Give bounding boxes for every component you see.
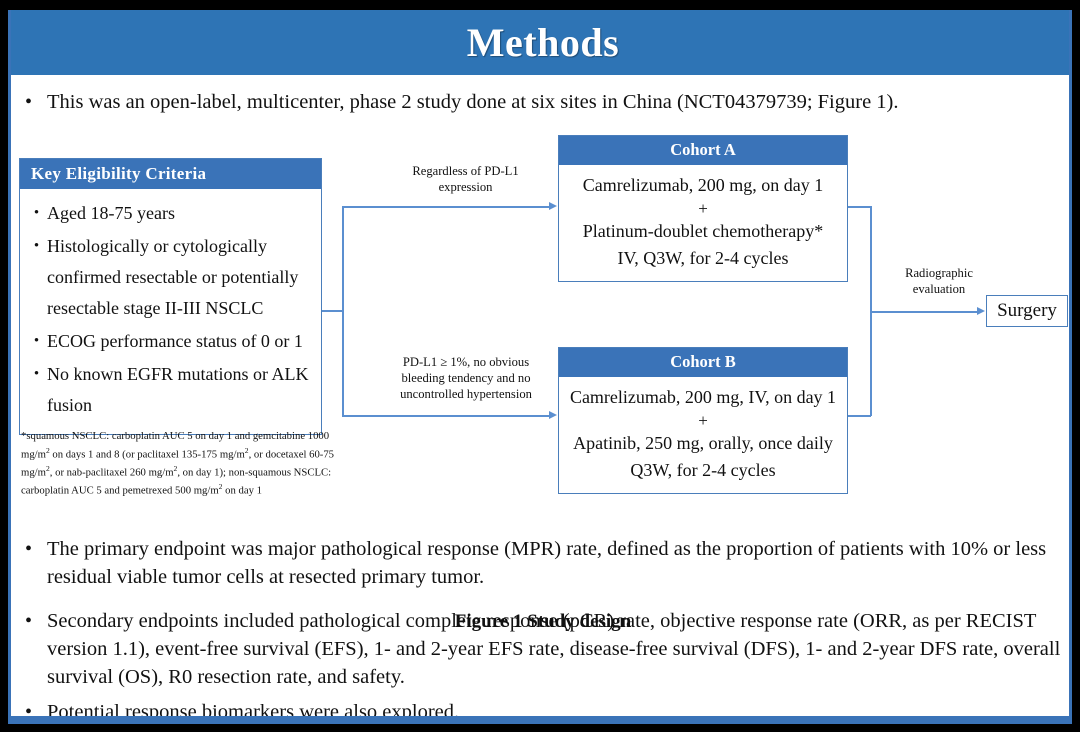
eligibility-criteria-box: Key Eligibility Criteria • Aged 18-75 ye… xyxy=(19,158,322,435)
connector-label-pdl1-line-2: bleeding tendency and no xyxy=(401,371,531,385)
endpoint-bullet-primary: • The primary endpoint was major patholo… xyxy=(25,535,1063,591)
bullet-marker-icon: • xyxy=(25,91,33,113)
surgery-box: Surgery xyxy=(986,295,1068,327)
connector-label-pdl1-line-3: uncontrolled hypertension xyxy=(400,387,532,401)
footnote-superscript: 2 xyxy=(244,445,249,455)
connector-to-cohort-b xyxy=(342,415,550,417)
cohort-b-box: Cohort B Camrelizumab, 200 mg, IV, on da… xyxy=(558,347,848,494)
eligibility-box-header: Key Eligibility Criteria xyxy=(20,159,321,189)
connector-label-pdl1-line-1: PD-L1 ≥ 1%, no obvious xyxy=(402,355,530,369)
arrowhead-cohort-b-icon xyxy=(549,411,557,419)
study-design-figure: Key Eligibility Criteria • Aged 18-75 ye… xyxy=(11,125,1069,632)
footnote-superscript: 2 xyxy=(173,463,178,473)
criterion-text: Histologically or cytologically confirme… xyxy=(47,236,299,318)
bullet-marker-icon: • xyxy=(25,610,33,632)
cohort-a-line-2: Platinum-doublet chemotherapy* xyxy=(582,221,824,241)
criterion-text: No known EGFR mutations or ALK fusion xyxy=(47,364,309,415)
footnote-part: , or docetaxel 60-75 mg/m xyxy=(21,448,335,479)
footnote-superscript: 2 xyxy=(45,445,50,455)
chemotherapy-footnote: *squamous NSCLC: carboplatin AUC 5 on da… xyxy=(21,430,351,498)
list-item: • Histologically or cytologically confir… xyxy=(26,231,315,324)
connector-label-radiographic: Radiographic evaluation xyxy=(889,265,989,297)
eligibility-criteria-list: • Aged 18-75 years • Histologically or c… xyxy=(20,189,321,434)
connector-label-pdl1: PD-L1 ≥ 1%, no obvious bleeding tendency… xyxy=(371,354,561,402)
slide-bottom-bar xyxy=(11,716,1069,724)
endpoint-text: The primary endpoint was major pathologi… xyxy=(47,538,1047,588)
endpoint-bullet-secondary: • Secondary endpoints included pathologi… xyxy=(25,607,1063,691)
list-item: • Aged 18-75 years xyxy=(26,198,315,229)
cohort-b-line-3: Q3W, for 2-4 cycles xyxy=(630,460,776,480)
footnote-part: , on day 1); non-squamous NSCLC: carbopl… xyxy=(21,466,332,497)
bullet-marker-icon: • xyxy=(25,538,33,560)
list-item: • No known EGFR mutations or ALK fusion xyxy=(26,359,315,421)
endpoint-text: Secondary endpoints included pathologica… xyxy=(47,610,1061,688)
footnote-part: *squamous NSCLC: carboplatin AUC 5 on da… xyxy=(21,430,330,461)
bullet-marker-icon: • xyxy=(33,205,40,221)
cohort-b-header: Cohort B xyxy=(559,348,847,377)
connector-to-cohort-a xyxy=(342,206,550,208)
footnote-superscript: 2 xyxy=(45,463,50,473)
cohort-b-line-1: Camrelizumab, 200 mg, IV, on day 1 xyxy=(569,387,837,407)
bullet-marker-icon: • xyxy=(25,701,33,723)
cohort-b-line-2: Apatinib, 250 mg, orally, once daily xyxy=(573,433,833,453)
page-title: Methods xyxy=(466,20,620,65)
figure-caption: Figure 1 Study design xyxy=(454,611,632,632)
cohort-b-body: Camrelizumab, 200 mg, IV, on day 1 + Apa… xyxy=(559,377,847,493)
criterion-text: ECOG performance status of 0 or 1 xyxy=(47,331,303,351)
arrowhead-surgery-icon xyxy=(977,307,985,315)
cohort-a-line-1: Camrelizumab, 200 mg, on day 1 xyxy=(582,175,824,195)
connector-label-regardless-line-2: expression xyxy=(438,180,493,194)
cohort-a-body: Camrelizumab, 200 mg, on day 1 + Platinu… xyxy=(559,165,847,281)
connector-stem-horizontal xyxy=(322,310,344,312)
bullet-marker-icon: • xyxy=(33,238,40,254)
connector-to-surgery xyxy=(870,311,978,313)
connector-cohort-b-out xyxy=(848,415,871,417)
connector-label-regardless: Regardless of PD-L1 expression xyxy=(383,163,548,195)
cohort-a-box: Cohort A Camrelizumab, 200 mg, on day 1 … xyxy=(558,135,848,282)
connector-label-regardless-line-1: Regardless of PD-L1 xyxy=(412,164,519,178)
footnote-superscript: 2 xyxy=(218,481,223,491)
cohort-a-plus: + xyxy=(698,199,708,218)
cohort-a-line-3: IV, Q3W, for 2-4 cycles xyxy=(617,248,789,268)
connector-split-vertical xyxy=(342,206,344,416)
lead-bullet-text: This was an open-label, multicenter, pha… xyxy=(47,91,899,113)
arrowhead-cohort-a-icon xyxy=(549,202,557,210)
bullet-marker-icon: • xyxy=(33,333,40,349)
lead-bullet: • This was an open-label, multicenter, p… xyxy=(25,88,1063,116)
footnote-part: on days 1 and 8 (or paclitaxel 135-175 m… xyxy=(49,448,245,461)
connector-label-radiographic-line-2: evaluation xyxy=(912,282,966,296)
cohort-b-plus: + xyxy=(698,411,708,430)
cohort-a-header: Cohort A xyxy=(559,136,847,165)
connector-label-radiographic-line-1: Radiographic xyxy=(905,266,973,280)
bullet-marker-icon: • xyxy=(33,366,40,382)
footnote-part: on day 1 xyxy=(222,484,262,497)
footnote-part: , or nab-paclitaxel 260 mg/m xyxy=(49,466,174,479)
slide-header-bar: Methods xyxy=(11,10,1069,75)
list-item: • ECOG performance status of 0 or 1 xyxy=(26,326,315,357)
slide-canvas: Methods • This was an open-label, multic… xyxy=(8,10,1072,724)
connector-cohort-a-out xyxy=(848,206,871,208)
criterion-text: Aged 18-75 years xyxy=(47,203,175,223)
